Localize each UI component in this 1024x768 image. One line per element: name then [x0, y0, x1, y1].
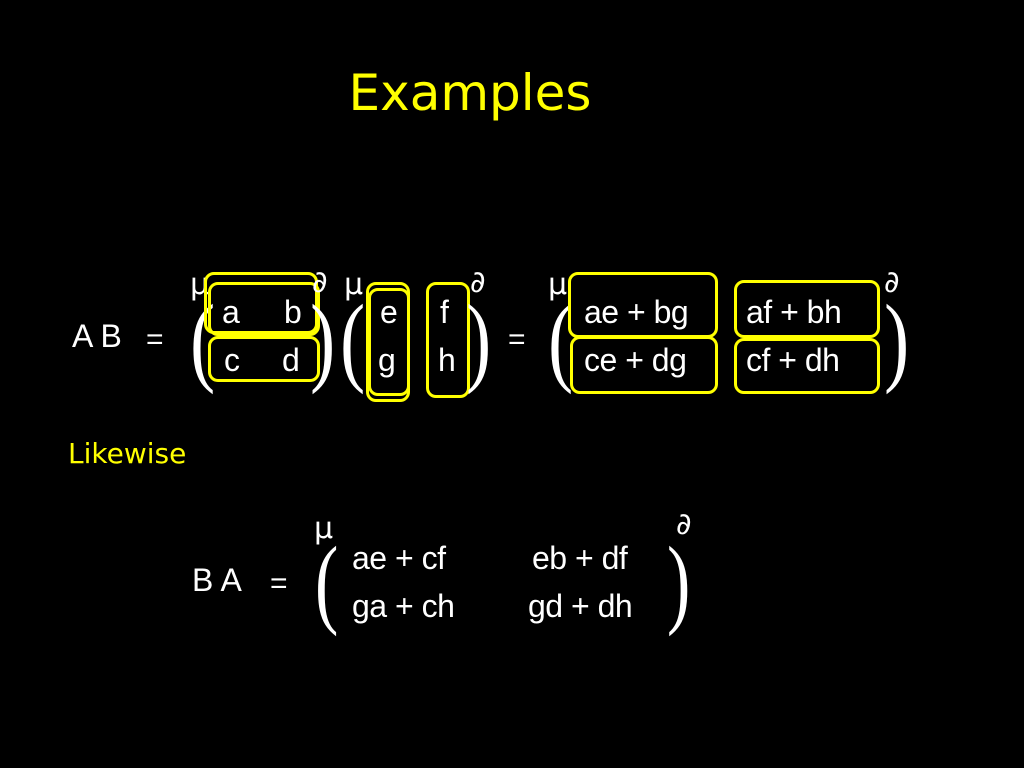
matrix-a-cell: b: [284, 294, 302, 330]
matrix-b-col1-highlight-inner: [368, 288, 410, 396]
matrix-b-col2-highlight: [426, 282, 470, 398]
eq2-result-cell: gd + dh: [528, 588, 633, 624]
result-cell-12-highlight: [734, 280, 880, 338]
eq1-lhs: A B: [72, 318, 122, 354]
result-cell: ce + dg: [584, 342, 687, 378]
result-cell: af + bh: [746, 294, 842, 330]
result-close-paren: ): [884, 284, 910, 395]
eq2-result-cell: ae + cf: [352, 540, 446, 576]
partial-symbol-icon: ∂: [884, 265, 900, 300]
eq2-equals: =: [270, 567, 288, 600]
matrix-a-cell: a: [222, 294, 240, 330]
likewise-label: Likewise: [68, 437, 187, 470]
partial-symbol-icon: ∂: [470, 265, 486, 300]
matrix-b-cell: f: [440, 294, 449, 330]
matrix-b-cell: h: [438, 342, 456, 378]
mu-symbol-icon: µ: [314, 511, 334, 546]
matrix-a-row2-highlight: [208, 336, 320, 382]
mu-symbol-icon: µ: [344, 267, 364, 302]
result-cell-21-highlight: [570, 336, 718, 394]
matrix-b-cell: g: [378, 342, 396, 378]
eq2-open-paren: (: [314, 526, 339, 637]
matrix-a-row1-highlight: [204, 272, 318, 334]
matrix-a-row1-highlight-inner: [208, 282, 320, 336]
matrix-b-close-paren: ): [466, 284, 492, 395]
eq1-equals-2: =: [508, 323, 526, 356]
matrix-b-cell: e: [380, 294, 398, 330]
eq1-equals-1: =: [146, 323, 164, 356]
matrix-a-cell: c: [224, 342, 240, 378]
slide-title: Examples: [348, 64, 592, 122]
matrix-b-open-paren: (: [340, 284, 366, 395]
partial-symbol-icon: ∂: [676, 507, 692, 542]
eq2-result-cell: eb + df: [532, 540, 628, 576]
eq2-lhs: B A: [192, 562, 242, 598]
eq2-close-paren: ): [666, 526, 691, 637]
matrix-a-cell: d: [282, 342, 300, 378]
matrix-a-close-paren: ): [310, 284, 336, 395]
partial-symbol-icon: ∂: [312, 265, 328, 300]
eq2-result-cell: ga + ch: [352, 588, 455, 624]
result-cell: cf + dh: [746, 342, 840, 378]
mu-symbol-icon: µ: [548, 267, 568, 302]
result-cell-22-highlight: [734, 338, 880, 394]
result-cell: ae + bg: [584, 294, 689, 330]
